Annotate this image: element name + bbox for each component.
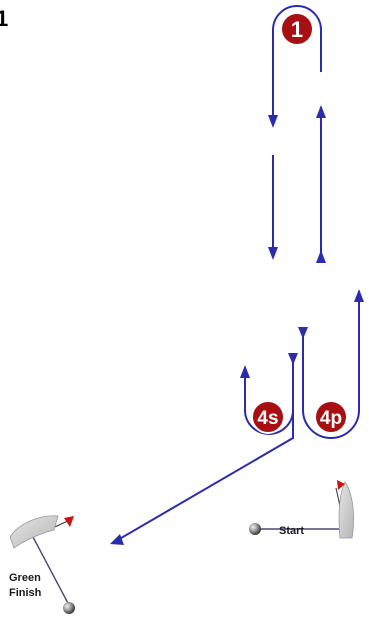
mark-1-label: 1 bbox=[291, 17, 303, 42]
mark-4s-badge bbox=[251, 400, 285, 434]
corner-number: 1 bbox=[0, 6, 8, 31]
arrow-up-icon bbox=[316, 250, 326, 263]
gate-4p-loop-path bbox=[302, 296, 360, 439]
finish-area: Green Finish bbox=[9, 515, 75, 614]
arrow-diagonal-icon bbox=[110, 534, 124, 545]
mark-4p-label: 4p bbox=[320, 408, 342, 429]
arrow-down-icon bbox=[298, 327, 308, 339]
course-lines bbox=[32, 5, 360, 608]
mark-1: 1 bbox=[280, 12, 314, 46]
arrow-down-icon bbox=[288, 353, 298, 365]
finish-boat-icon bbox=[9, 515, 59, 549]
finish-leg-line bbox=[115, 410, 294, 542]
start-label: Start bbox=[279, 525, 304, 537]
arrow-up-icon bbox=[240, 365, 250, 378]
finish-line bbox=[32, 536, 71, 608]
mark1-rounding-path bbox=[272, 5, 322, 120]
committee-boat-icon bbox=[338, 481, 354, 539]
arrowheads bbox=[110, 105, 364, 545]
mark-4s-label: 4s bbox=[257, 408, 278, 429]
finish-label-line2: Finish bbox=[9, 587, 42, 599]
finish-label-line1: Green bbox=[9, 572, 41, 584]
start-pin-buoy-icon bbox=[249, 523, 261, 535]
flag-icon bbox=[64, 516, 74, 527]
flag-icon bbox=[337, 480, 345, 490]
start-area: Start bbox=[249, 480, 354, 539]
finish-pin-buoy-icon bbox=[63, 602, 75, 614]
mark-4p-badge bbox=[314, 400, 348, 434]
arrow-up-icon bbox=[316, 105, 326, 118]
arrow-down-icon bbox=[268, 115, 278, 128]
arrow-down-icon bbox=[268, 247, 278, 260]
mark-1-badge bbox=[280, 12, 314, 46]
mark-4s: 4s bbox=[251, 400, 285, 434]
arrow-up-icon bbox=[354, 289, 364, 302]
mark-4p: 4p bbox=[314, 400, 348, 434]
